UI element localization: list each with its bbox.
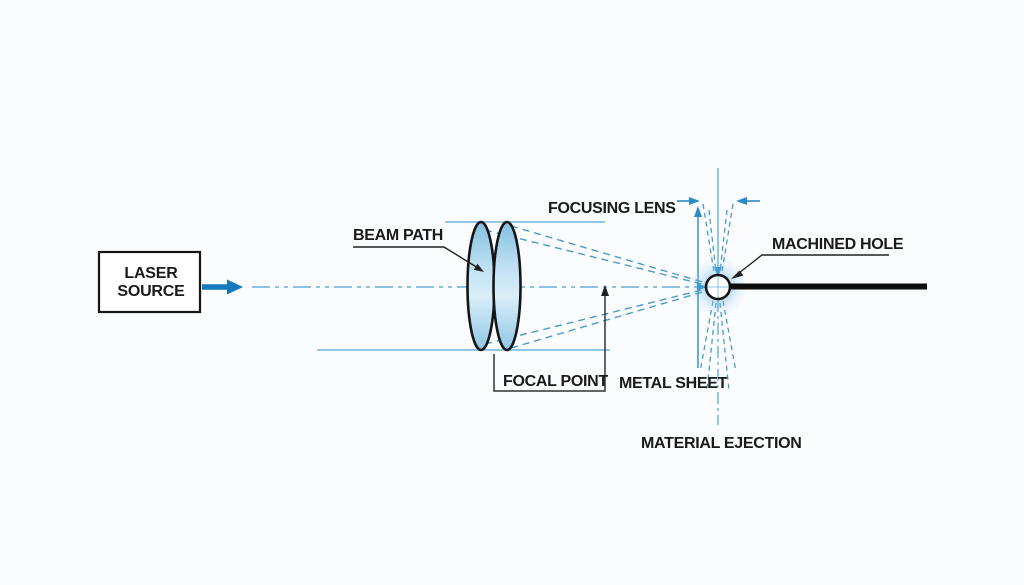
beam-path-leader-line <box>353 246 479 269</box>
kerf-dimension <box>677 197 760 368</box>
converging-ray-top-inner <box>484 229 707 286</box>
machined-hole-leader-line <box>738 254 889 274</box>
laser-source-box <box>97 250 202 314</box>
machined-hole-group <box>689 258 747 316</box>
converging-ray-bottom-inner <box>484 288 707 345</box>
laser-beam-arrow <box>202 279 243 295</box>
focal-point-leader-line <box>493 295 606 392</box>
metal-sheet-label: METAL SHEET <box>619 375 728 392</box>
beam-path-label: BEAM PATH <box>353 227 443 244</box>
ejection-ray-lower-right-inner <box>719 302 730 391</box>
focusing-lens-group <box>466 220 522 352</box>
laser-source-label-line1: LASER <box>124 265 178 282</box>
focal-point-arrowhead-icon <box>601 285 609 296</box>
laser-beam-arrowhead-icon <box>227 279 243 295</box>
converging-ray-bottom <box>510 290 707 349</box>
lens-element-left <box>466 220 496 352</box>
material-ejection-label: MATERIAL EJECTION <box>641 435 802 452</box>
lens-element-right <box>492 220 522 352</box>
focusing-lens-label: FOCUSING LENS <box>548 200 676 217</box>
dimension-arrowhead-right-icon <box>689 197 700 205</box>
metal-sheet-bar <box>729 283 927 290</box>
ejection-ray-lower-left-inner <box>706 302 717 391</box>
converging-ray-top <box>510 225 707 284</box>
machined-hole-arrowhead-icon <box>731 270 744 279</box>
machined-hole-callout: MACHINED HOLE <box>731 236 904 279</box>
focal-point-label: FOCAL POINT <box>503 373 608 390</box>
ejection-ray-upper-left-inner <box>708 209 717 273</box>
beam-path-callout: BEAM PATH <box>353 227 484 272</box>
converging-beam-rays <box>484 225 707 349</box>
dimension-arrowhead-left-icon <box>736 197 747 205</box>
laser-source: LASER SOURCE <box>97 250 202 314</box>
laser-source-label-line2: SOURCE <box>117 283 185 300</box>
machined-hole-label: MACHINED HOLE <box>772 236 904 253</box>
focal-point-callout: FOCAL POINT <box>493 285 609 392</box>
reference-up-arrowhead-icon <box>694 206 702 217</box>
beam-path-leader-arrowhead-icon <box>473 263 484 272</box>
ejection-ray-upper-right-inner <box>719 209 728 273</box>
